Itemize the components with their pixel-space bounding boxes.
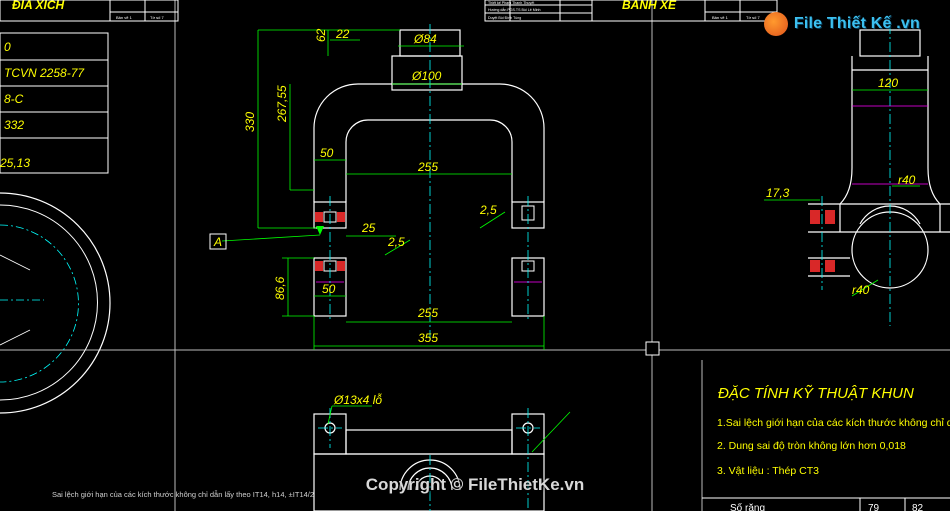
spec-table: [702, 497, 950, 511]
dim-r40-b: r40: [852, 283, 870, 297]
clamp-front-view: [313, 24, 545, 340]
dim-rough-b: 2,5: [479, 203, 497, 217]
tech-note-1: 1.Sai lệch giới hạn của các kích thước k…: [717, 416, 950, 429]
dim-holes: Ø13x4 lỗ: [333, 392, 382, 407]
dim-top-22: 22: [335, 27, 350, 41]
dim-w255-bot: 255: [417, 306, 438, 320]
tech-notes-heading: ĐẶC TÍNH KỸ THUẬT KHUN: [718, 385, 914, 402]
datum-marker: [209, 226, 324, 250]
title-block-mid: Thiết kế Phạm Thanh Thuyết Hướng dẫn PGS…: [484, 0, 778, 22]
dim-h86: 86,6: [273, 276, 287, 300]
logo-text: File Thiết Kế .vn: [793, 15, 920, 32]
title-left-sign-1: Bản vẽ 1: [116, 15, 133, 20]
dim-w50-top: 50: [320, 146, 334, 160]
title-mid-row-3: Duyệt Bùi Đình Tùng: [488, 16, 521, 20]
title-left-row-1: 0: [4, 40, 11, 54]
tech-note-2: 2. Dung sai độ tròn không lớn hơn 0,018: [717, 440, 906, 452]
title-block-left: ĐĨA XÍCH Bản vẽ 1 Tờ số 7 0 TCVN 2258-77…: [0, 0, 179, 174]
clamp-bottom-view: [313, 405, 571, 511]
dimension-lines: [257, 29, 545, 350]
viewport-grip[interactable]: [645, 341, 660, 356]
title-mid-sign-1: Bản vẽ 1: [712, 15, 729, 20]
title-left-row-5: 25,13: [0, 156, 30, 170]
dim-w355: 355: [418, 331, 438, 345]
title-mid-row-2: Hướng dẫn PGS.TS Bùi Lê Minh: [488, 7, 541, 12]
title-left-row-2: TCVN 2258-77: [4, 66, 85, 80]
dim-w120: 120: [878, 76, 898, 90]
tech-note-3: 3. Vật liệu : Thép CT3: [717, 465, 819, 477]
title-left-row-3: 8-C: [4, 92, 24, 106]
title-left-sign-2: Tờ số 7: [150, 15, 165, 20]
dim-h267: 267,55: [275, 85, 289, 123]
spec-table-label: Số răng: [730, 502, 765, 511]
wheel-section: [0, 192, 111, 414]
dim-d84: Ø84: [413, 32, 437, 46]
logo-flame-icon: [763, 12, 788, 36]
dim-w25: 25: [361, 221, 376, 235]
dim-datum-a: A: [213, 235, 222, 249]
spec-table-value-1: 79: [868, 503, 880, 511]
dim-w50-bot: 50: [322, 282, 336, 296]
dim-rough-a: 2,5: [387, 235, 405, 249]
faint-note: Sai lệch giới hạn của các kích thước khô…: [52, 490, 314, 499]
watermark-logo: File Thiết Kế .vn: [763, 12, 920, 36]
dim-w255-top: 255: [417, 160, 438, 174]
dim-h330: 330: [243, 112, 257, 132]
dim-d100: Ø100: [411, 69, 442, 83]
dim-r40-a: r40: [898, 173, 916, 187]
title-mid-row-1: Thiết kế Phạm Thanh Thuyết: [488, 1, 534, 5]
clamp-side-view: [764, 24, 950, 326]
title-mid-header: BÁNH XE: [622, 0, 677, 12]
title-left-row-4: 332: [4, 118, 24, 132]
dim-d17: 17,3: [766, 186, 790, 200]
copyright-watermark: Copyright © FileThietKe.vn: [365, 475, 585, 494]
dim-top-62: 62: [314, 28, 328, 42]
spec-table-value-2: 82: [912, 503, 924, 511]
title-mid-sign-2: Tờ số 7: [746, 15, 761, 20]
title-left-header: ĐĨA XÍCH: [12, 0, 65, 12]
